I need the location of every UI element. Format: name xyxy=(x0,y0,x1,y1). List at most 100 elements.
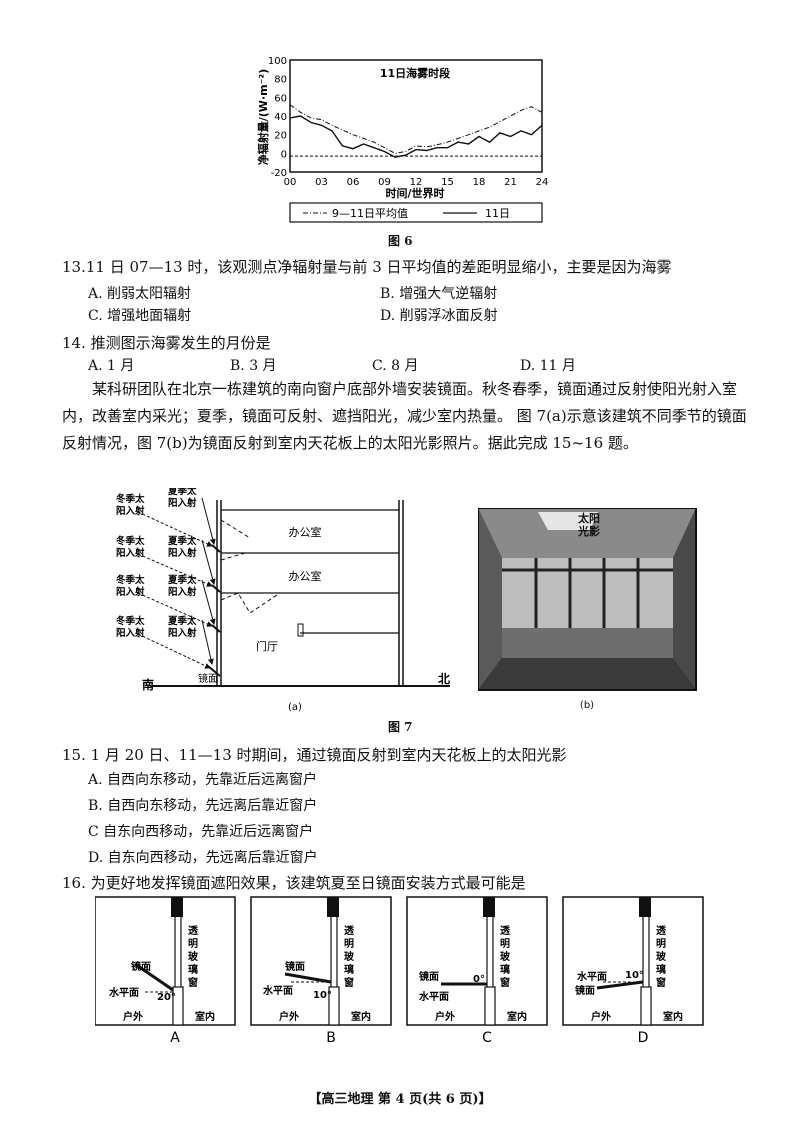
svg-text:阳入射: 阳入射 xyxy=(116,505,145,517)
svg-text:阳入射: 阳入射 xyxy=(168,497,197,509)
indoor-label: 室内 xyxy=(195,1010,215,1023)
x-tick-label: 03 xyxy=(315,177,328,188)
y-tick-label: 20 xyxy=(274,131,287,142)
glass-window-label: 璃 xyxy=(344,963,354,976)
svg-text:阳入射: 阳入射 xyxy=(116,547,145,559)
sun-light-spot xyxy=(538,512,598,530)
figure-7a-diagram: 办公室 办公室 门厅 镜面 冬季太 阳入射 冬季太 阳入射 冬季太 阳入射 冬季… xyxy=(116,488,450,713)
indoor-label: 室内 xyxy=(663,1010,683,1023)
winter-label-3: 冬季太 xyxy=(116,574,145,586)
x-tick-label: 24 xyxy=(536,177,549,188)
q16-option-c-diagram: 透明玻璃窗镜面水平面0°户外室内C xyxy=(406,896,548,1046)
chart-frame xyxy=(289,59,543,173)
south-label: 南 xyxy=(142,677,154,692)
mirror xyxy=(134,962,174,992)
option-letter: B xyxy=(326,1030,336,1046)
summer-rays xyxy=(201,497,216,665)
glass-window-label: 玻 xyxy=(188,950,199,963)
mirror-label: 镜面 xyxy=(575,984,595,997)
glass-window-label: 透 xyxy=(656,924,667,937)
glass-window-label: 窗 xyxy=(188,976,198,989)
photo-label-line2: 光影 xyxy=(577,524,600,538)
winter-label-2: 冬季太 xyxy=(116,535,145,547)
svg-text:阳入射: 阳入射 xyxy=(168,586,197,598)
svg-text:阳入射: 阳入射 xyxy=(116,586,145,598)
q13-option-a: A. 削弱太阳辐射 xyxy=(88,286,192,302)
glass-window-label: 明 xyxy=(656,938,666,950)
svg-text:阳入射: 阳入射 xyxy=(168,547,197,559)
series-average-line xyxy=(289,104,543,154)
glass-window-label: 明 xyxy=(344,938,354,950)
figure-7a-sublabel: (a) xyxy=(288,702,302,713)
angle-label: 0° xyxy=(473,974,485,985)
q14-option-c: C. 8 月 xyxy=(372,358,419,374)
figure-6-caption: 图 6 xyxy=(388,234,413,248)
y-tick-label: -20 xyxy=(271,168,287,179)
mirror-label: 镜面 xyxy=(285,960,305,973)
legend-label-average: 9—11日平均值 xyxy=(332,207,408,220)
q15-option-b: B. 自西向东移动，先远离后靠近窗户 xyxy=(88,798,318,814)
option-letter: C xyxy=(482,1030,492,1046)
glass-window-label: 玻 xyxy=(500,950,511,963)
chart-legend xyxy=(289,202,543,223)
glass-window-label: 透 xyxy=(344,924,355,937)
mirror-2 xyxy=(211,584,221,593)
winter-label-4: 冬季太 xyxy=(116,615,145,627)
q13-option-c: C. 增强地面辐射 xyxy=(88,308,192,324)
angle-label: 10° xyxy=(313,990,332,1001)
q15-option-c: C 自东向西移动，先靠近后远离窗户 xyxy=(88,824,314,840)
angle-label: 10° xyxy=(625,970,644,981)
y-tick-label: 40 xyxy=(274,112,287,123)
outdoor-label: 户外 xyxy=(278,1010,299,1023)
q15-option-d: D. 自东向西移动，先远离后靠近窗户 xyxy=(88,850,318,866)
north-label: 北 xyxy=(438,671,450,686)
mirror-label: 镜面 xyxy=(419,970,439,983)
q14-option-a: A. 1 月 xyxy=(88,358,135,374)
horizontal-plane-label: 水平面 xyxy=(262,984,293,997)
passage-text: 某科研团队在北京一栋建筑的南向窗户底部外墙安装镜面。秋冬春季，镜面通过反射使阳光… xyxy=(62,380,747,452)
option-letter: D xyxy=(638,1030,649,1046)
svg-text:阳入射: 阳入射 xyxy=(116,627,145,639)
office-label-lower: 办公室 xyxy=(289,569,322,583)
y-axis-label: 净辐射量/(W·m⁻²) xyxy=(256,69,270,165)
mirror-3 xyxy=(211,624,221,633)
glass-window-label: 玻 xyxy=(656,950,667,963)
figure-7b-photo: 太阳 光影 (b) xyxy=(478,508,697,711)
chart-title: 11日海雾时段 xyxy=(380,66,450,80)
figure-7b-sublabel: (b) xyxy=(580,700,594,711)
y-tick-label: 100 xyxy=(268,56,287,67)
q13-option-b: B. 增强大气逆辐射 xyxy=(380,286,498,302)
glass-window-label: 明 xyxy=(500,938,510,950)
outdoor-label: 户外 xyxy=(122,1010,143,1023)
mirror-1 xyxy=(211,544,221,553)
glass-window-label: 透 xyxy=(188,924,199,937)
legend-label-11th: 11日 xyxy=(485,207,510,220)
question-13-stem: 13.11 日 07—13 时，该观测点净辐射量与前 3 日平均值的差距明显缩小… xyxy=(62,258,672,276)
summer-label-2: 夏季太 xyxy=(167,535,197,547)
glass-window-label: 玻 xyxy=(344,950,355,963)
q14-option-d: D. 11 月 xyxy=(520,358,576,374)
indoor-label: 室内 xyxy=(351,1010,371,1023)
glass-window-label: 明 xyxy=(188,938,198,950)
horizontal-plane-label: 水平面 xyxy=(576,970,607,983)
glass-window-label: 透 xyxy=(500,924,511,937)
outdoor-label: 户外 xyxy=(590,1010,611,1023)
glass-window-label: 窗 xyxy=(656,976,666,989)
x-tick-label: 18 xyxy=(473,177,486,188)
office-label-upper: 办公室 xyxy=(289,525,322,539)
winter-label-1: 冬季太 xyxy=(116,493,145,505)
hall-label: 门厅 xyxy=(256,639,278,653)
glass-window-label: 窗 xyxy=(344,976,354,989)
x-tick-label: 12 xyxy=(410,177,423,188)
glass-window-label: 璃 xyxy=(656,963,666,976)
figure-7-caption: 图 7 xyxy=(388,720,413,734)
y-tick-label: 80 xyxy=(274,75,287,86)
svg-text:阳入射: 阳入射 xyxy=(168,627,197,639)
photo-label-line1: 太阳 xyxy=(577,511,600,525)
series-11th-line xyxy=(289,115,543,158)
mirror xyxy=(284,972,332,984)
summer-label-1: 夏季太 xyxy=(167,488,197,497)
glass-window-label: 璃 xyxy=(188,963,198,976)
